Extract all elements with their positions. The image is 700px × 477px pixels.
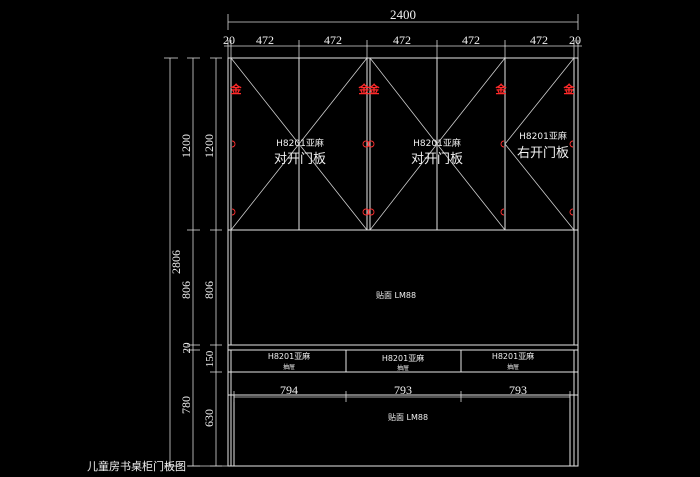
segment-label-3: 472 bbox=[393, 33, 411, 47]
segment-label-1: 472 bbox=[256, 33, 274, 47]
drawer-2-material: H8201亚麻 bbox=[382, 353, 424, 363]
drawer-row: H8201亚麻 抽屉 H8201亚麻 抽屉 H8201亚麻 抽屉 794 793… bbox=[233, 350, 571, 402]
drawer-3-label: 抽屉 bbox=[507, 363, 519, 371]
drawer-3-material: H8201亚麻 bbox=[492, 351, 534, 361]
door-4-swing bbox=[436, 57, 506, 231]
drawer-1-material: H8201亚麻 bbox=[268, 351, 310, 361]
door-pair-1-type: 对开门板 bbox=[274, 152, 326, 167]
overall-width-label: 2400 bbox=[390, 7, 416, 22]
hinge-icon bbox=[500, 140, 505, 148]
drawing-caption: 儿童房书桌柜门板图 bbox=[87, 459, 186, 473]
door-pair-2-material: H8201亚麻 bbox=[413, 137, 461, 149]
door-2-swing bbox=[298, 57, 368, 231]
inner-label-lower: 630 bbox=[202, 409, 216, 427]
hinge-marks: 金 金 金 金 金 bbox=[230, 82, 576, 216]
bottom-panel-label: 贴面 LM88 bbox=[388, 412, 428, 422]
hinge-mark-1: 金 bbox=[230, 82, 243, 96]
hinge-mark-3: 金 bbox=[368, 82, 381, 96]
door-single-type: 右开门板 bbox=[517, 146, 569, 161]
hinge-icon bbox=[367, 140, 375, 148]
hinge-icon bbox=[231, 208, 236, 216]
outer-label-gap: 20 bbox=[181, 342, 193, 354]
segment-label-5: 472 bbox=[530, 33, 548, 47]
door-pair-2-type: 对开门板 bbox=[411, 152, 463, 167]
segment-label-4: 472 bbox=[462, 33, 480, 47]
hinge-icon bbox=[362, 140, 370, 148]
outer-label-middle: 806 bbox=[179, 281, 193, 299]
outer-label-lower: 780 bbox=[179, 396, 193, 414]
hinge-mark-2: 金 bbox=[358, 82, 371, 96]
drawer-1-width: 794 bbox=[280, 383, 298, 397]
hinge-icon bbox=[569, 140, 574, 148]
hinge-icon bbox=[500, 208, 505, 216]
inner-label-drawer: 150 bbox=[204, 350, 216, 367]
door-5-swing bbox=[504, 57, 575, 231]
cabinet-body bbox=[227, 57, 579, 467]
door-single-material: H8201亚麻 bbox=[519, 130, 567, 142]
hinge-mark-4: 金 bbox=[495, 82, 508, 96]
hinge-icon bbox=[362, 208, 370, 216]
door-pair-1-material: H8201亚麻 bbox=[276, 137, 324, 149]
segment-label-6: 20 bbox=[569, 33, 581, 47]
hinge-mark-5: 金 bbox=[563, 82, 576, 96]
drawer-3-width: 793 bbox=[509, 383, 527, 397]
hinge-icon bbox=[569, 208, 574, 216]
top-dimensions: 2400 20 472 472 472 472 472 20 bbox=[223, 7, 582, 58]
outer-label-upper: 1200 bbox=[179, 134, 193, 158]
segment-label-2: 472 bbox=[324, 33, 342, 47]
cabinet-outline bbox=[227, 57, 579, 467]
middle-panel-label: 贴面 LM88 bbox=[376, 290, 416, 300]
overall-height-label: 2806 bbox=[169, 250, 183, 274]
drawer-2-label: 抽屉 bbox=[397, 364, 409, 372]
left-dimensions: 2806 1200 806 20 780 1200 806 150 630 bbox=[164, 57, 222, 467]
drawer-2-width: 793 bbox=[394, 383, 412, 397]
hinge-icon bbox=[231, 140, 236, 148]
upper-doors: H8201亚麻 对开门板 H8201亚麻 对开门板 H8201亚麻 右开门板 bbox=[230, 57, 575, 231]
drawer-1-label: 抽屉 bbox=[283, 363, 295, 371]
hinge-icon bbox=[367, 208, 375, 216]
inner-label-upper: 1200 bbox=[202, 134, 216, 158]
inner-label-middle: 806 bbox=[202, 281, 216, 299]
segment-label-0: 20 bbox=[223, 33, 235, 47]
